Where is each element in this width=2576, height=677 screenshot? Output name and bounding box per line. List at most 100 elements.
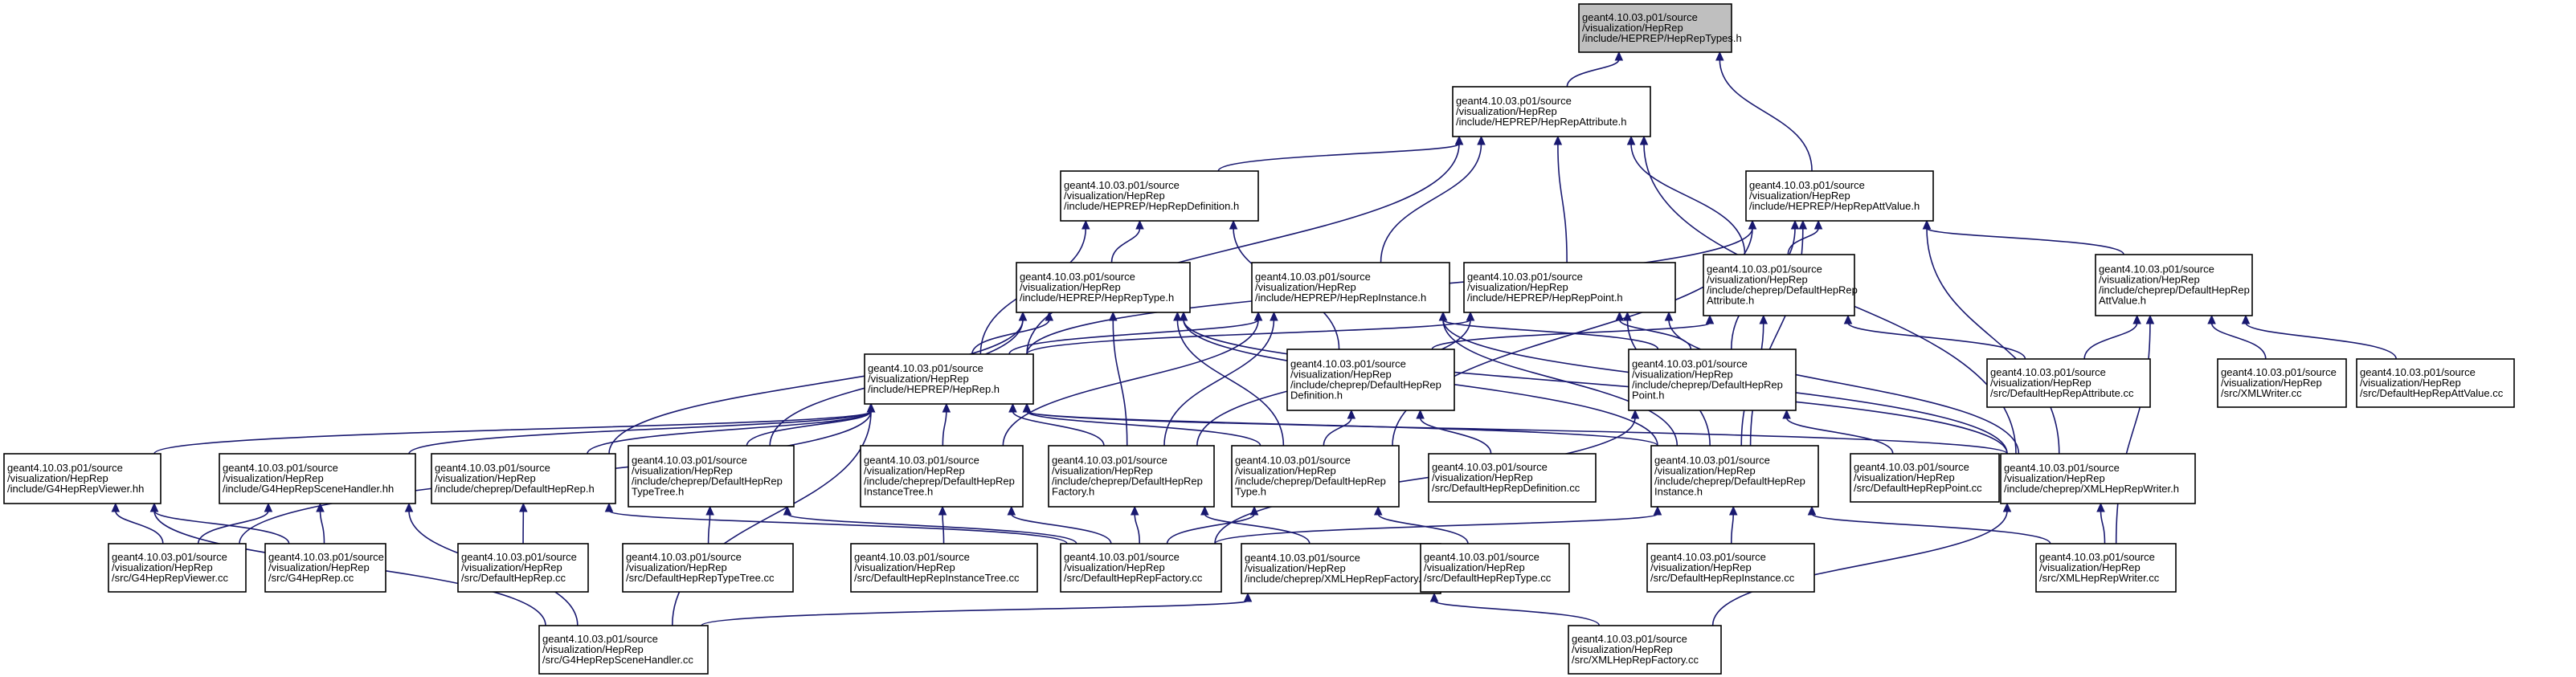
node-label-line: geant4.10.03.p01/source <box>1990 366 2106 378</box>
edge-arrowhead <box>1018 311 1028 321</box>
node-dattribute[interactable]: geant4.10.03.p01/source/visualization/He… <box>1703 254 1858 316</box>
node-viewer_hh[interactable]: geant4.10.03.p01/source/visualization/He… <box>3 453 162 504</box>
node-label-line: geant4.10.03.p01/source <box>1650 551 1766 563</box>
edge-arrowhead <box>149 502 159 512</box>
node-label-line: TypeTree.h <box>632 486 684 498</box>
edge-arrowhead <box>2096 502 2105 512</box>
node-label-line: geant4.10.03.p01/source <box>854 551 970 563</box>
node-attribute[interactable]: geant4.10.03.p01/source/visualization/He… <box>1452 86 1651 137</box>
node-dtypetree_cc[interactable]: geant4.10.03.p01/source/visualization/He… <box>622 543 794 593</box>
edge-line <box>942 410 947 447</box>
node-scenehandler_hh[interactable]: geant4.10.03.p01/source/visualization/He… <box>219 453 416 504</box>
edge-dfactory_cc-to-dfactory_h <box>1130 505 1140 544</box>
node-label-line: geant4.10.03.p01/source <box>1245 552 1360 564</box>
node-ddefinition[interactable]: geant4.10.03.p01/source/visualization/He… <box>1286 349 1455 411</box>
edge-arrowhead <box>1200 505 1209 516</box>
node-dfactory_cc[interactable]: geant4.10.03.p01/source/visualization/He… <box>1060 543 1222 593</box>
edge-arrowhead <box>1813 219 1823 230</box>
node-dtypetree_h[interactable]: geant4.10.03.p01/source/visualization/He… <box>628 445 795 508</box>
edge-arrowhead <box>1759 314 1768 324</box>
node-dattvalue_cc[interactable]: geant4.10.03.p01/source/visualization/He… <box>2356 358 2515 408</box>
edge-arrowhead <box>783 505 792 516</box>
node-dinstance_cc[interactable]: geant4.10.03.p01/source/visualization/He… <box>1646 543 1815 593</box>
node-dattvalue[interactable]: geant4.10.03.p01/source/visualization/He… <box>2095 254 2253 316</box>
node-attvalue[interactable]: geant4.10.03.p01/source/visualization/He… <box>1745 170 1934 222</box>
edge-line <box>1618 319 1692 350</box>
edge-dfactory_cc-to-dinstance_h <box>1214 505 1662 544</box>
edge-arrowhead <box>264 502 273 512</box>
node-instance[interactable]: geant4.10.03.p01/source/visualization/He… <box>1251 262 1450 313</box>
edge-dinstance_cc-to-dinstance_h <box>1728 505 1738 544</box>
edge-line <box>1026 410 2008 455</box>
node-scenehandler_cc[interactable]: geant4.10.03.p01/source/visualization/He… <box>538 625 709 675</box>
edge-line <box>1008 319 1259 355</box>
node-dfactory_h[interactable]: geant4.10.03.p01/source/visualization/He… <box>1048 445 1215 508</box>
edge-arrowhead <box>2241 314 2251 324</box>
node-label-line: /src/G4HepRepSceneHandler.cc <box>542 654 693 666</box>
node-types[interactable]: geant4.10.03.p01/source/visualization/He… <box>1578 3 1742 53</box>
node-dtype_cc[interactable]: geant4.10.03.p01/source/visualization/He… <box>1420 543 1570 593</box>
node-dheprep_cc[interactable]: geant4.10.03.p01/source/visualization/He… <box>457 543 589 593</box>
node-dtype_h[interactable]: geant4.10.03.p01/source/visualization/He… <box>1231 445 1400 508</box>
edge-line <box>2115 322 2151 544</box>
edge-arrowhead <box>1614 51 1624 61</box>
edge-arrowhead <box>1438 311 1448 321</box>
edge-arrowhead <box>1082 219 1090 230</box>
node-dinstancetree_h[interactable]: geant4.10.03.p01/source/visualization/He… <box>860 445 1024 508</box>
edge-arrowhead <box>1270 311 1278 321</box>
edge-dtype_h-to-type <box>1173 311 1285 447</box>
edge-dfactory_cc-to-dtypetree_h <box>783 505 1077 544</box>
node-point[interactable]: geant4.10.03.p01/source/visualization/He… <box>1463 262 1676 313</box>
node-label-line: /visualization/HepRep <box>1424 561 1525 573</box>
node-g4heprep_cc[interactable]: geant4.10.03.p01/source/visualization/He… <box>264 543 386 593</box>
node-label-line: Instance.h <box>1654 486 1703 498</box>
node-dinstancetree_cc[interactable]: geant4.10.03.p01/source/visualization/He… <box>850 543 1038 593</box>
edge-xmlfactory_cc-to-xmlwriter_h <box>1711 502 2012 626</box>
node-label-line: /src/DefaultHepRepFactory.cc <box>1064 572 1203 584</box>
node-ddefinition_cc[interactable]: geant4.10.03.p01/source/visualization/He… <box>1428 453 1597 503</box>
edge-arrowhead <box>111 502 121 512</box>
node-heprep[interactable]: geant4.10.03.p01/source/visualization/He… <box>864 353 1034 405</box>
node-label-line: /include/HEPREP/HepRepDefinition.h <box>1064 200 1239 212</box>
node-xmlfactory_h[interactable]: geant4.10.03.p01/source/visualization/He… <box>1241 543 1441 594</box>
node-dpoint_cc[interactable]: geant4.10.03.p01/source/visualization/He… <box>1850 453 2000 503</box>
node-label-line: geant4.10.03.p01/source <box>868 362 983 374</box>
node-dinstance_h[interactable]: geant4.10.03.p01/source/visualization/He… <box>1650 445 1819 508</box>
node-dheprep_h[interactable]: geant4.10.03.p01/source/visualization/He… <box>431 453 616 504</box>
node-label-line: /visualization/HepRep <box>2039 561 2141 573</box>
edge-arrowhead <box>1416 409 1425 419</box>
node-type[interactable]: geant4.10.03.p01/source/visualization/He… <box>1016 262 1191 313</box>
node-label-line: /visualization/HepRep <box>7 472 108 484</box>
edge-dattvalue-to-attvalue <box>1922 219 2124 255</box>
edge-xmlwriter_cc-to-dattvalue <box>2207 314 2267 360</box>
node-viewer_cc[interactable]: geant4.10.03.p01/source/visualization/He… <box>108 543 247 593</box>
node-dattribute_cc[interactable]: geant4.10.03.p01/source/visualization/He… <box>1986 358 2151 408</box>
node-label-line: /visualization/HepRep <box>1290 369 1392 381</box>
edge-arrowhead <box>1630 409 1640 419</box>
node-xmlwriter_cc[interactable]: geant4.10.03.p01/source/visualization/He… <box>2217 358 2347 408</box>
node-box <box>2035 543 2177 593</box>
node-label-line: geant4.10.03.p01/source <box>864 455 979 467</box>
node-label-line: geant4.10.03.p01/source <box>1290 358 1406 370</box>
edge-dtypetree_cc-to-dtypetree_h <box>705 505 714 544</box>
node-box <box>1231 445 1400 508</box>
node-label-line: /src/DefaultHepRepInstanceTree.cc <box>854 572 1020 584</box>
node-xmlwriter_h[interactable]: geant4.10.03.p01/source/visualization/He… <box>2000 453 2196 504</box>
edge-line <box>1785 417 1894 455</box>
edge-arrowhead <box>2145 314 2155 324</box>
node-box <box>1578 3 1732 53</box>
node-definition[interactable]: geant4.10.03.p01/source/visualization/He… <box>1060 170 1259 222</box>
node-dpoint[interactable]: geant4.10.03.p01/source/visualization/He… <box>1628 349 1797 411</box>
edge-dattribute_cc-to-dattvalue <box>2083 314 2141 360</box>
edge-dfactory_h-to-type <box>1108 311 1128 447</box>
edge-arrowhead <box>1045 311 1054 321</box>
node-xmlfactory_cc[interactable]: geant4.10.03.p01/source/visualization/He… <box>1568 625 1722 675</box>
node-box <box>1286 349 1455 411</box>
edge-line <box>1711 510 2008 626</box>
node-box <box>1060 170 1259 222</box>
edge-arrowhead <box>2132 314 2141 324</box>
node-xmlwriter2_cc[interactable]: geant4.10.03.p01/source/visualization/He… <box>2035 543 2177 593</box>
edge-arrowhead <box>1705 314 1715 324</box>
node-label-line: /visualization/HepRep <box>1749 190 1850 202</box>
edge-arrowhead <box>1108 311 1118 321</box>
